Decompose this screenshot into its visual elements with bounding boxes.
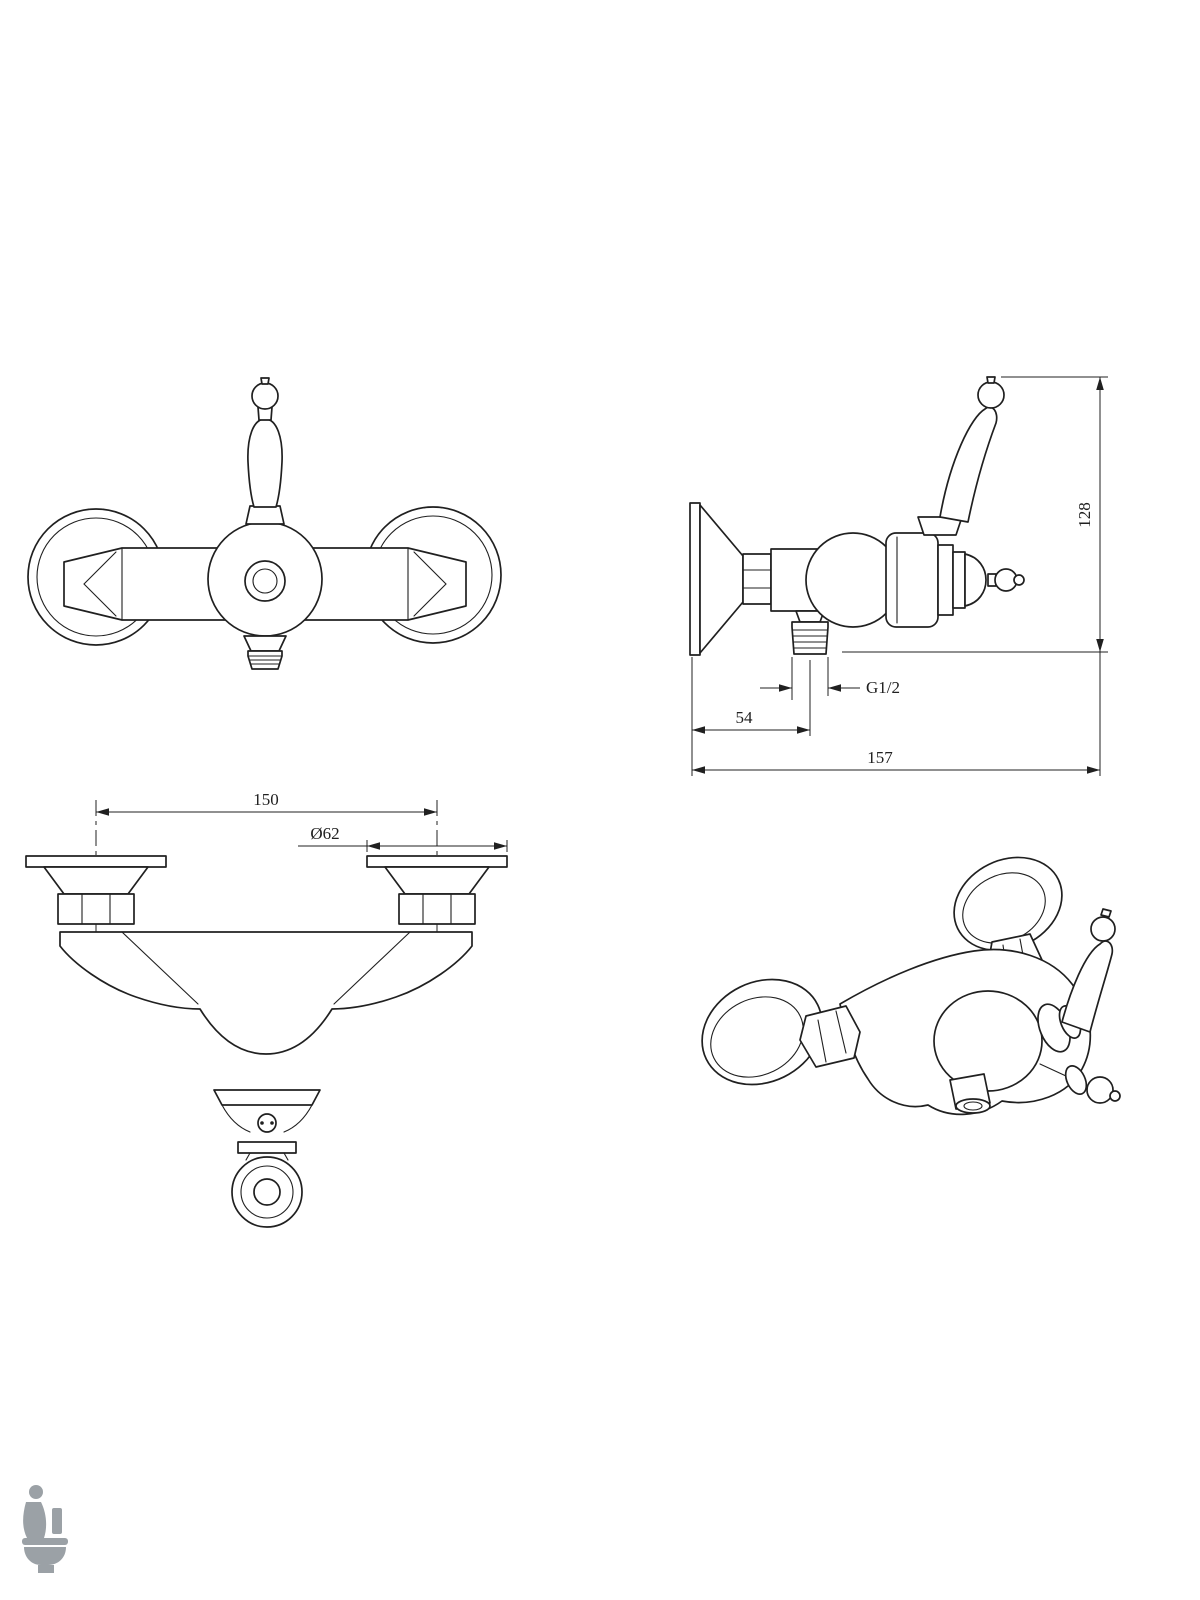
dimension-thread: G1/2 xyxy=(760,657,900,700)
dimension-diameter: Ø62 xyxy=(298,824,508,852)
flange-right-top xyxy=(366,855,508,925)
dim-label-depth: 157 xyxy=(867,748,893,767)
lever-handle-side xyxy=(917,376,1005,536)
flange-left-top xyxy=(25,855,167,925)
outlet-connector xyxy=(213,1089,321,1228)
wall-flange-side xyxy=(689,502,772,656)
plan-view: 150 Ø62 xyxy=(25,790,508,1228)
watermark-logo xyxy=(22,1485,68,1573)
toilet-icon xyxy=(22,1508,68,1573)
dimension-128: 128 xyxy=(842,376,1108,653)
handle-3d xyxy=(1037,908,1116,1053)
lever-handle xyxy=(245,377,285,525)
front-view xyxy=(27,377,502,670)
plumber-icon xyxy=(23,1485,47,1538)
dimension-157: 157 xyxy=(692,652,1101,776)
knob-3d xyxy=(1039,1063,1121,1104)
escutcheon-cap xyxy=(207,521,323,637)
outlet-3d xyxy=(949,1073,991,1114)
bottom-outlet xyxy=(243,635,287,670)
flange-front-3d xyxy=(701,978,861,1086)
side-view: 128 G1/2 54 157 xyxy=(689,376,1108,776)
body-side xyxy=(770,532,1025,655)
body-top xyxy=(59,931,473,1055)
dim-label-offset: 54 xyxy=(736,708,754,727)
body-3d xyxy=(839,948,1092,1116)
dim-label-diameter: Ø62 xyxy=(310,824,339,843)
dim-label-centers: 150 xyxy=(253,790,279,809)
dim-label-height: 128 xyxy=(1075,502,1094,528)
dimension-54: 54 xyxy=(691,657,811,776)
perspective-view xyxy=(701,856,1121,1116)
dim-label-thread: G1/2 xyxy=(866,678,900,697)
